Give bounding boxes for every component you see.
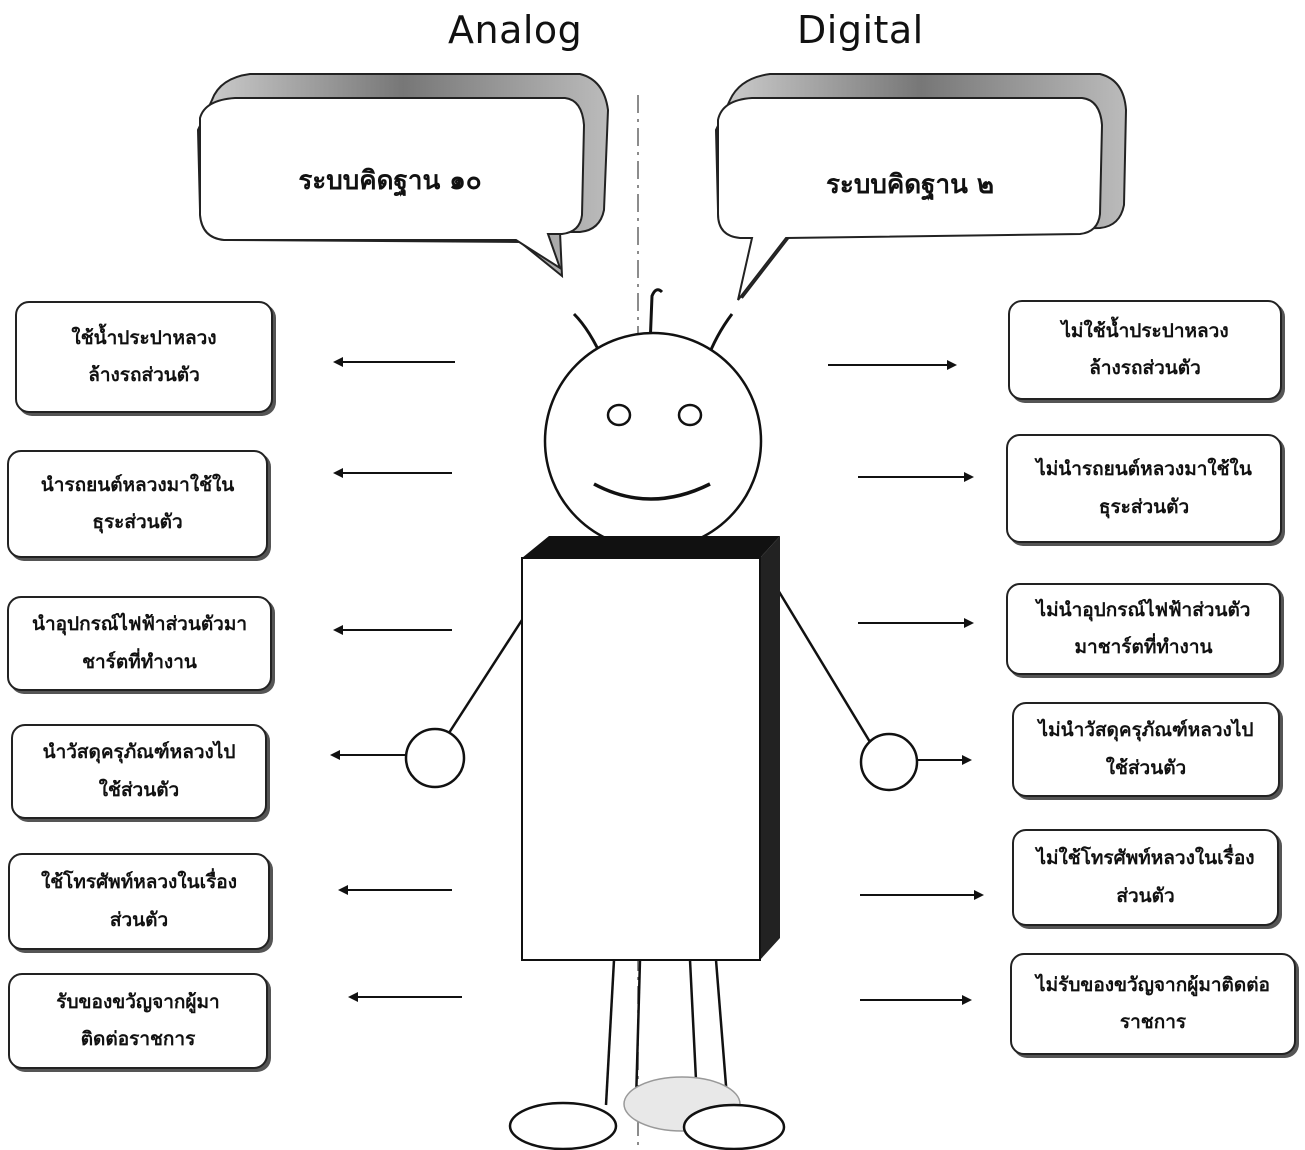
right-leg-inner — [688, 959, 699, 1101]
analog-item-text: นำอุปกรณ์ไฟฟ้าส่วนตัวมา ชาร์ตที่ทำงาน — [31, 613, 248, 673]
robot-head — [543, 331, 763, 551]
bubble-label-base10: ระบบคิดฐาน ๑๐ — [298, 166, 482, 196]
left-eye — [606, 403, 632, 427]
analog-item-5: ใช้โทรศัพท์หลวงในเรื่อง ส่วนตัว — [8, 853, 270, 950]
analog-item-6: รับของขวัญจากผู้มา ติดต่อราชการ — [8, 973, 268, 1069]
left-leg-outer — [604, 959, 616, 1106]
analog-item-3: นำอุปกรณ์ไฟฟ้าส่วนตัวมา ชาร์ตที่ทำงาน — [7, 596, 272, 691]
digital-item-text: ไม่ใช้น้ำประปาหลวง ล้างรถส่วนตัว — [1061, 319, 1229, 379]
analog-item-4: นำวัสดุครุภัณฑ์หลวงไป ใช้ส่วนตัว — [11, 724, 267, 819]
digital-item-4: ไม่นำวัสดุครุภัณฑ์หลวงไป ใช้ส่วนตัว — [1012, 702, 1280, 797]
analog-item-2: นำรถยนต์หลวงมาใช้ใน ธุระส่วนตัว — [7, 450, 268, 558]
left-speech-bubble — [196, 73, 610, 279]
digital-item-2: ไม่นำรถยนต์หลวงมาใช้ใน ธุระส่วนตัว — [1006, 434, 1282, 543]
right-speech-bubble — [714, 73, 1128, 301]
digital-item-3: ไม่นำอุปกรณ์ไฟฟ้าส่วนตัว มาชาร์ตที่ทำงาน — [1006, 583, 1281, 675]
digital-item-text: ไม่นำอุปกรณ์ไฟฟ้าส่วนตัว มาชาร์ตที่ทำงาน — [1036, 598, 1251, 658]
robot-body — [521, 536, 780, 961]
digital-item-text: ไม่ใช้โทรศัพท์หลวงในเรื่อง ส่วนตัว — [1036, 847, 1255, 907]
analog-item-text: นำรถยนต์หลวงมาใช้ใน ธุระส่วนตัว — [40, 473, 235, 533]
right-arm — [776, 589, 872, 743]
right-leg-outer — [714, 959, 729, 1099]
left-foot — [508, 1101, 618, 1150]
digital-item-6: ไม่รับของขวัญจากผู้มาติดต่อ ราชการ — [1010, 953, 1296, 1055]
antenna-middle — [648, 288, 664, 347]
right-foot — [682, 1103, 786, 1150]
analog-item-text: รับของขวัญจากผู้มา ติดต่อราชการ — [56, 990, 220, 1050]
smile — [593, 482, 711, 501]
analog-item-text: นำวัสดุครุภัณฑ์หลวงไป ใช้ส่วนตัว — [42, 741, 236, 801]
digital-item-1: ไม่ใช้น้ำประปาหลวง ล้างรถส่วนตัว — [1008, 300, 1282, 400]
analog-item-text: ใช้โทรศัพท์หลวงในเรื่อง ส่วนตัว — [41, 871, 237, 931]
right-hand — [859, 732, 919, 792]
left-hand — [404, 727, 466, 789]
digital-item-5: ไม่ใช้โทรศัพท์หลวงในเรื่อง ส่วนตัว — [1012, 829, 1279, 926]
analog-item-1: ใช้น้ำประปาหลวง ล้างรถส่วนตัว — [15, 301, 273, 413]
analog-item-text: ใช้น้ำประปาหลวง ล้างรถส่วนตัว — [71, 326, 217, 386]
digital-item-text: ไม่รับของขวัญจากผู้มาติดต่อ ราชการ — [1036, 973, 1270, 1033]
right-eye — [677, 403, 703, 427]
digital-item-text: ไม่นำวัสดุครุภัณฑ์หลวงไป ใช้ส่วนตัว — [1038, 719, 1254, 779]
left-leg-inner — [634, 959, 642, 1103]
left-arm — [445, 619, 524, 737]
heading-digital: Digital — [797, 8, 924, 52]
digital-item-text: ไม่นำรถยนต์หลวงมาใช้ใน ธุระส่วนตัว — [1036, 458, 1252, 518]
heading-analog: Analog — [448, 8, 583, 52]
bubble-label-base2: ระบบคิดฐาน ๒ — [825, 170, 995, 200]
